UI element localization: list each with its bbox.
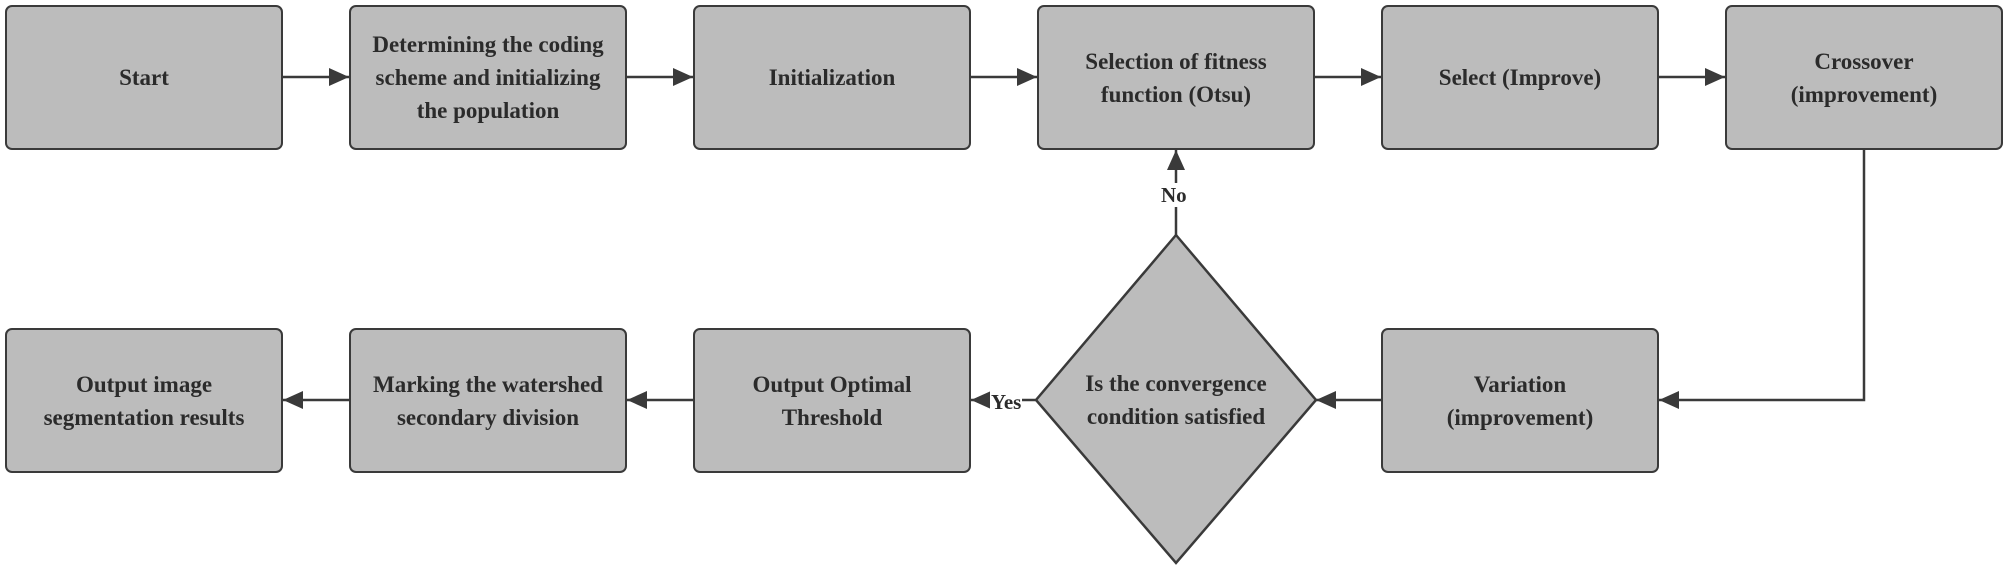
node-optimal-threshold-label: Output Optimal Threshold: [752, 371, 912, 430]
node-start: Start: [5, 5, 283, 150]
edge-label-yes: Yes: [990, 390, 1023, 414]
decision-convergence-label: Is the convergence condition satisfied: [1037, 360, 1315, 440]
node-watershed: Marking the watershed secondary division: [349, 328, 627, 473]
arrow-crossover-to-variation: [1659, 150, 1866, 402]
node-watershed-label: Marking the watershed secondary division: [373, 371, 603, 430]
node-crossover-label: Crossover (improvement): [1790, 48, 1938, 107]
arrowhead-init: [673, 68, 693, 86]
arrowhead-output: [283, 391, 303, 409]
decision-diamond: [1034, 233, 1318, 565]
node-initialization-label: Initialization: [768, 65, 896, 90]
node-initialization: Initialization: [693, 5, 971, 150]
node-coding-scheme-label: Determining the coding scheme and initia…: [372, 32, 604, 123]
edge-label-no: No: [1160, 183, 1188, 207]
arrowhead-yes: [971, 391, 991, 409]
node-variation-label: Variation (improvement): [1446, 371, 1594, 430]
node-select-label: Select (Improve): [1438, 65, 1602, 90]
node-crossover: Crossover (improvement): [1725, 5, 2003, 150]
node-optimal-threshold: Output Optimal Threshold: [693, 328, 971, 473]
arrowhead-coding: [329, 68, 349, 86]
node-output-results-label: Output image segmentation results: [43, 371, 245, 430]
node-start-label: Start: [119, 65, 169, 90]
arrowhead-variation: [1659, 391, 1679, 409]
node-variation: Variation (improvement): [1381, 328, 1659, 473]
arrowhead-no: [1167, 150, 1185, 170]
node-fitness-function: Selection of fitness function (Otsu): [1037, 5, 1315, 150]
arrowhead-select: [1361, 68, 1381, 86]
node-coding-scheme: Determining the coding scheme and initia…: [349, 5, 627, 150]
arrowhead-watershed: [627, 391, 647, 409]
node-output-results: Output image segmentation results: [5, 328, 283, 473]
decision-convergence-text: Is the convergence condition satisfied: [1085, 371, 1267, 429]
arrowhead-decision: [1316, 391, 1336, 409]
arrowhead-crossover: [1705, 68, 1725, 86]
arrowhead-fitness: [1017, 68, 1037, 86]
node-fitness-function-label: Selection of fitness function (Otsu): [1085, 48, 1267, 107]
node-select: Select (Improve): [1381, 5, 1659, 150]
